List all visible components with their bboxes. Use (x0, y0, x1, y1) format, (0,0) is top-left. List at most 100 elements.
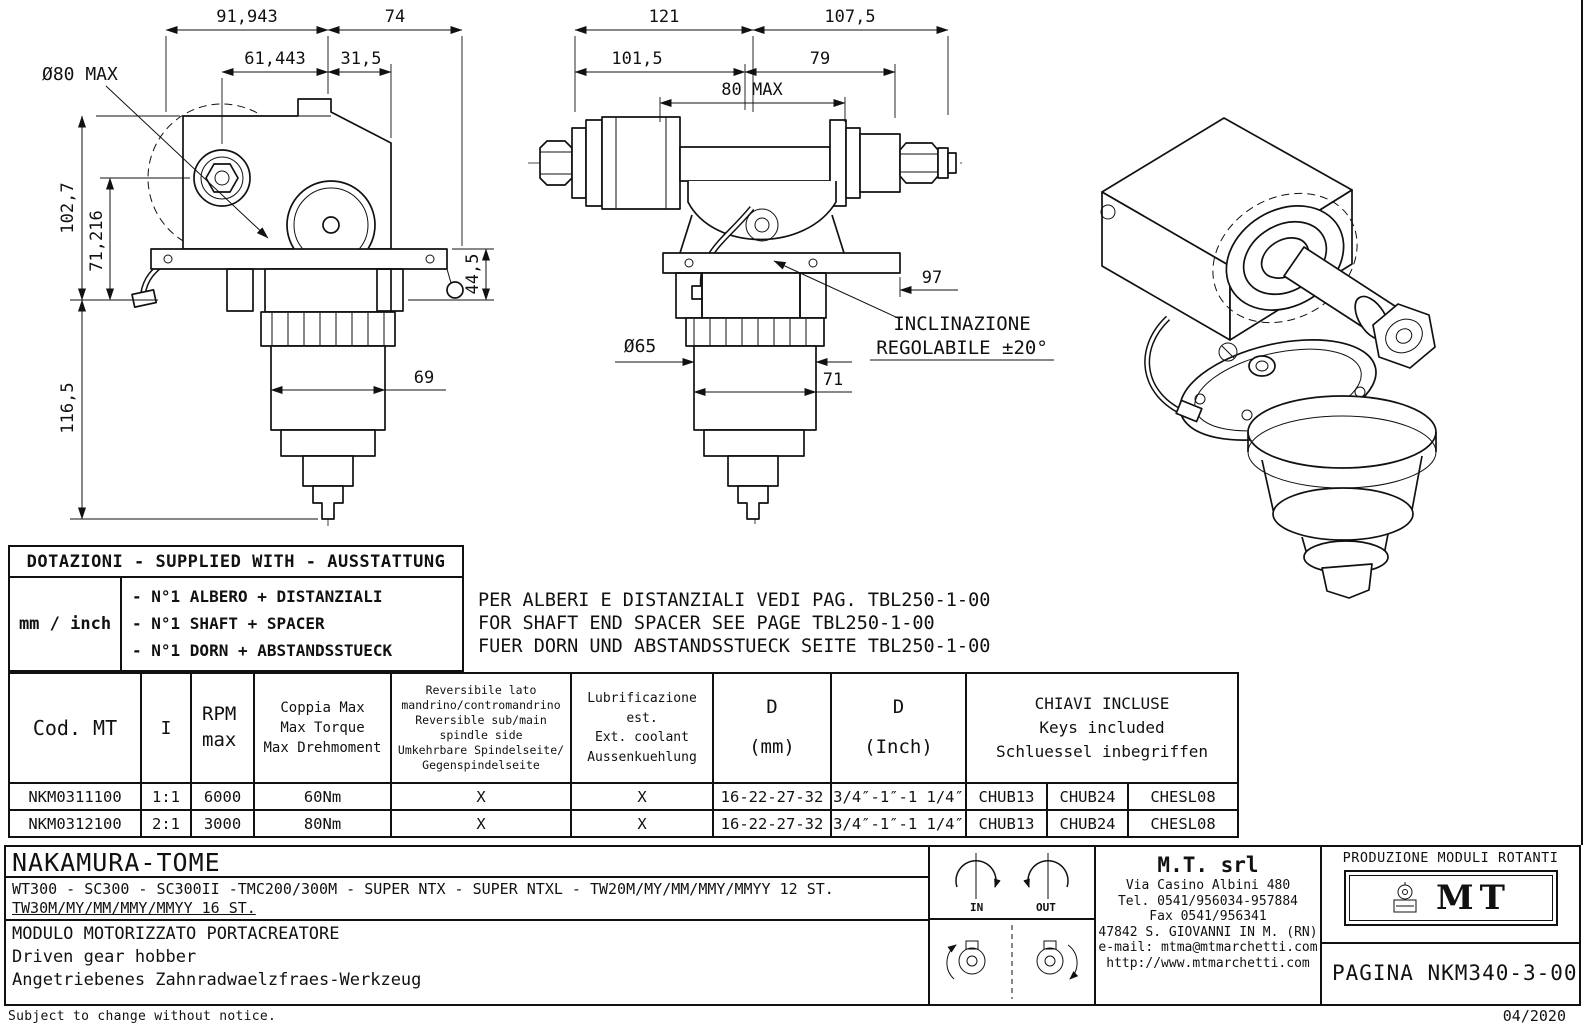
isometric-view (1100, 117, 1437, 599)
cell-d-mm: 16-22-27-32 (712, 782, 832, 811)
compatible-machines: WT300 - SC300 - SC300II -TMC200/300M - S… (6, 878, 928, 921)
company-email: e-mail: mtma@mtmarchetti.com (1098, 940, 1318, 955)
supplied-with-body-row: mm / inch - N°1 ALBERO + DISTANZIALI - N… (8, 576, 464, 672)
disclaimer: Subject to change without notice. (8, 1009, 277, 1024)
col-header-keys-included: CHIAVI INCLUSE Keys included Schluessel … (964, 672, 1240, 784)
supplied-items: - N°1 ALBERO + DISTANZIALI - N°1 SHAFT +… (120, 576, 464, 672)
company-address: Via Casino Albini 480 (1125, 878, 1291, 893)
company-name: M.T. srl (1157, 853, 1259, 877)
dim-total-width: 91,943 (216, 7, 277, 27)
dim-right-width: 107,5 (824, 7, 875, 27)
cell-cod: NKM0312100 (8, 809, 142, 838)
spec-header-row: Cod. MT I RPM max Coppia Max Max Torque … (8, 672, 1240, 784)
col-header-max-torque: Coppia Max Max Torque Max Drehmoment (253, 672, 392, 784)
dim-left-width: 121 (649, 7, 680, 27)
title-block-right: PRODUZIONE MODULI ROTANTI MT PAGINA NKM3… (1322, 847, 1579, 1004)
title-block-left: NAKAMURA-TOME WT300 - SC300 - SC300II -T… (6, 847, 930, 1004)
cell-key1: CHUB13 (965, 809, 1048, 838)
col-header-rpm-max: RPM max (190, 672, 255, 784)
tool-icon-out (1036, 940, 1079, 980)
cell-torque: 60Nm (253, 782, 392, 811)
spec-row-nkm0311100: NKM0311100 1:1 6000 60Nm X X 16-22-27-32… (8, 782, 1240, 811)
col-header-reversible: Reversibile lato mandrino/contromandrino… (390, 672, 572, 784)
revision-date: 04/2020 (1502, 1007, 1566, 1025)
dim-inner-width: 61,443 (244, 49, 305, 69)
dim-offset-right: 97 (922, 268, 942, 288)
machine-brand: NAKAMURA-TOME (6, 847, 928, 878)
mt-logo-text: MT (1436, 878, 1511, 918)
company-city: 47842 S. GIOVANNI IN M. (RN) (1098, 924, 1318, 940)
company-website: http://www.mtmarchetti.com (1106, 955, 1310, 971)
cell-d-inch: 3/4″-1″-1 1/4″ (830, 782, 967, 811)
cell-rpm: 3000 (190, 809, 255, 838)
cell-cod: NKM0311100 (8, 782, 142, 811)
in-label: IN (970, 901, 983, 914)
cell-key2: CHUB24 (1046, 782, 1129, 811)
cell-rpm: 6000 (190, 782, 255, 811)
col-header-ratio: I (140, 672, 192, 784)
col-header-ext-coolant: Lubrificazione est. Ext. coolant Aussenk… (570, 672, 714, 784)
dim-right-width: 74 (385, 7, 405, 27)
cell-key3: CHESL08 (1126, 782, 1240, 811)
rotation-direction-diagram: IN OUT (930, 853, 1094, 999)
unit-cell: mm / inch (8, 576, 122, 672)
cell-ratio: 1:1 (140, 782, 192, 811)
dim-height-lower: 116,5 (58, 382, 78, 433)
technical-drawing: 91,943 74 61,443 31,5 Ø80 MAX 102,7 71,2… (42, 7, 1437, 599)
company-phone: Tel. 0541/956034-957884 (1117, 893, 1298, 909)
max-tool-dia-label: Ø80 MAX (42, 64, 118, 85)
cell-reversible: X (390, 809, 572, 838)
out-label: OUT (1036, 901, 1056, 914)
spec-row-nkm0312100: NKM0312100 2:1 3000 80Nm X X 16-22-27-32… (8, 809, 1240, 838)
cell-key1: CHUB13 (965, 782, 1048, 811)
spec-table: Cod. MT I RPM max Coppia Max Max Torque … (8, 672, 1240, 838)
rotation-out-icon (1023, 853, 1069, 899)
tool-icon-in (946, 940, 986, 980)
shaft-spacer-notes: PER ALBERI E DISTANZIALI VEDI PAG. TBL25… (478, 590, 991, 657)
col-header-d-inch: D (Inch) (830, 672, 967, 784)
front-view: 91,943 74 61,443 31,5 Ø80 MAX 102,7 71,2… (42, 7, 494, 528)
cell-d-inch: 3/4″-1″-1 1/4″ (830, 809, 967, 838)
dim-body-dia-side: 71 (823, 370, 843, 390)
dim-right-inner: 79 (810, 49, 830, 69)
cell-d-mm: 16-22-27-32 (712, 809, 832, 838)
page-reference: PAGINA NKM340-3-00 (1322, 942, 1579, 1004)
dim-height-upper: 102,7 (58, 182, 78, 233)
dim-max-width: 80 MAX (721, 80, 783, 100)
product-title-de: Angetriebenes Zahnradwaelzfraes-Werkzeug (12, 970, 422, 990)
col-header-d-mm: D (mm) (712, 672, 832, 784)
title-block: NAKAMURA-TOME WT300 - SC300 - SC300II -T… (4, 845, 1581, 1006)
cell-torque: 80Nm (253, 809, 392, 838)
dim-flange-height: 44,5 (463, 254, 483, 295)
cell-coolant: X (570, 782, 714, 811)
machines-line2: TW30M/MY/MM/MMY/MMYY 16 ST. (12, 899, 256, 917)
page-frame-edge (1581, 0, 1583, 845)
dim-body-dia: 69 (414, 368, 434, 388)
company-fax: Fax 0541/956341 (1149, 909, 1267, 924)
mt-logo-icon (1393, 882, 1417, 913)
rotation-in-icon (955, 853, 1001, 899)
supplied-with-header-row: DOTAZIONI - SUPPLIED WITH - AUSSTATTUNG (8, 545, 464, 578)
product-title-en: Driven gear hobber (12, 947, 197, 967)
cell-coolant: X (570, 809, 714, 838)
supplied-with-table: DOTAZIONI - SUPPLIED WITH - AUSSTATTUNG … (8, 545, 464, 672)
company-info: M.T. srl Via Casino Albini 480 Tel. 0541… (1096, 847, 1322, 1004)
cell-key2: CHUB24 (1046, 809, 1129, 838)
side-view: 121 107,5 101,5 79 80 MAX 97 Ø65 71 INCL… (528, 7, 1054, 528)
dim-spindle-to-base: 71,216 (87, 210, 107, 271)
supplied-with-title: DOTAZIONI - SUPPLIED WITH - AUSSTATTUNG (8, 545, 464, 578)
rotation-direction-panel: IN OUT (930, 847, 1096, 1004)
spindle-dia-label: Ø65 (624, 336, 657, 357)
product-title-it: MODULO MOTORIZZATO PORTACREATORE (12, 924, 340, 944)
production-label: PRODUZIONE MODULI ROTANTI (1342, 850, 1559, 866)
cell-reversible: X (390, 782, 572, 811)
cell-ratio: 2:1 (140, 809, 192, 838)
tilt-note-line2: REGOLABILE ±20° (876, 337, 1048, 359)
dim-inner-right: 31,5 (341, 49, 382, 69)
mt-logo: MT (1343, 870, 1558, 926)
machines-line1: WT300 - SC300 - SC300II -TMC200/300M - S… (12, 880, 834, 898)
cell-key3: CHESL08 (1126, 809, 1240, 838)
dim-left-inner: 101,5 (611, 49, 662, 69)
tilt-note-line1: INCLINAZIONE (893, 313, 1030, 335)
